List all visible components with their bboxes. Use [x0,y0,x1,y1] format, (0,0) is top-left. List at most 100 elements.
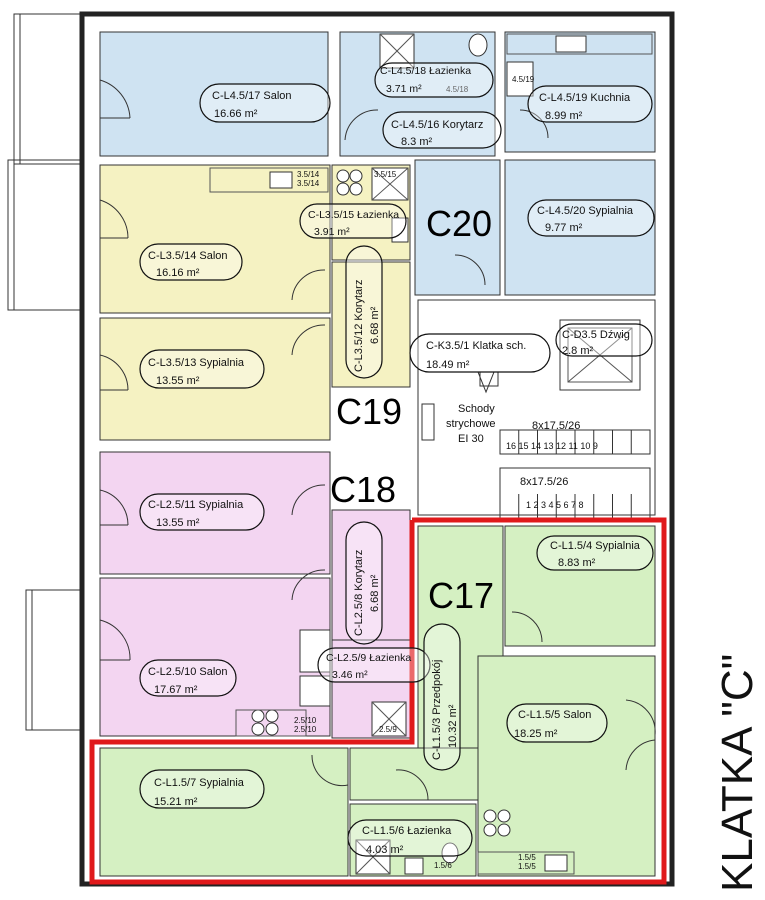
svg-text:C-L4.5/20 Sypialnia: C-L4.5/20 Sypialnia [537,205,634,217]
bathtub-icon-l29 [299,629,331,673]
svg-text:C-L1.5/5 Salon: C-L1.5/5 Salon [518,709,591,721]
svg-text:6.68 m²: 6.68 m² [369,306,381,344]
stove-icon-l15 [483,809,497,823]
elevator-shaft [559,319,641,391]
fixture-tag: 2.5/10 [294,725,317,734]
stair-rating: EI 30 [458,433,484,445]
stair-flight-upper: 8x17.5/26 [532,420,580,432]
room-label-l45-19: C-L4.5/19 Kuchnia 8.99 m² [527,85,653,123]
svg-text:13.55 m²: 13.55 m² [156,517,200,529]
stair-arrow [477,371,495,394]
svg-text:C-L2.5/8 Korytarz: C-L2.5/8 Korytarz [353,550,365,636]
svg-text:C-L3.5/13 Sypialnia: C-L3.5/13 Sypialnia [148,357,245,369]
room-label-l25-8: C-L2.5/8 Korytarz 6.68 m² [345,521,383,645]
svg-text:18.25 m²: 18.25 m² [514,728,558,740]
room-label-l15-7: C-L1.5/7 Sypialnia 15.21 m² [139,769,265,809]
staircase-title: KLATKA "C" [713,654,762,892]
fixture-tag: 3.5/15 [374,170,397,179]
unit-label-c18: C18 [330,469,396,510]
room-label-l25-10: C-L2.5/10 Salon 17.67 m² [139,659,237,697]
room-label-l25-9: C-L2.5/9 Łazienka 3.46 m² [317,647,431,683]
stair-steps-upper: 16 15 14 13 12 11 10 9 [506,441,598,451]
svg-text:C-L2.5/11 Sypialnia: C-L2.5/11 Sypialnia [148,499,244,511]
svg-text:15.21 m²: 15.21 m² [154,796,198,808]
svg-text:3.71 m²: 3.71 m² [386,83,422,95]
svg-text:C-L3.5/14 Salon: C-L3.5/14 Salon [148,250,228,262]
room-label-l45-16: C-L4.5/16 Korytarz 8.3 m² [382,111,502,149]
stair-core [417,299,656,519]
svg-text:C-L1.5/3 Przedpokój: C-L1.5/3 Przedpokój [431,660,443,760]
room-label-l35-14: C-L3.5/14 Salon 16.16 m² [139,243,243,281]
stair-title: strychowe [446,418,496,430]
room-label-l35-12: C-L3.5/12 Korytarz 6.68 m² [345,245,383,379]
fixture-tag: 4.5/18 [446,85,469,94]
fixture-tag: 2.5/9 [379,725,397,734]
svg-text:C-L3.5/15 Łazienka: C-L3.5/15 Łazienka [308,209,399,221]
svg-text:C-L4.5/19 Kuchnia: C-L4.5/19 Kuchnia [539,92,631,104]
fixture-tag: 4.5/19 [512,75,535,84]
stair-flight-lower: 8x17.5/26 [520,476,568,488]
svg-text:C-L4.5/16 Korytarz: C-L4.5/16 Korytarz [391,119,483,131]
stove-icon [336,169,350,183]
room-labels: C-L4.5/17 Salon 16.66 m² C-L4.5/18 Łazie… [139,62,655,857]
svg-text:10.32 m²: 10.32 m² [447,704,459,748]
fixture-tags: 3.5/14 3.5/14 3.5/15 4.5/19 4.5/18 2.5/1… [294,75,536,871]
svg-text:3.46 m²: 3.46 m² [332,669,368,681]
svg-text:C-L3.5/12 Korytarz: C-L3.5/12 Korytarz [353,280,365,372]
fixture-tag: 1.5/5 [518,862,536,871]
svg-text:8.83 m²: 8.83 m² [558,557,596,569]
room-label-l15-4: C-L1.5/4 Sypialnia 8.83 m² [536,535,654,571]
fixture-tag: 1.5/5 [518,853,536,862]
fixture-tag: 2.5/10 [294,716,317,725]
room-label-l15-6: C-L1.5/6 Łazienka 4.03 m² [347,819,473,857]
c17-highlight-outline [89,517,667,885]
room-label-k35-1: C-K3.5/1 Klatka sch. 18.49 m² [409,333,551,373]
room-label-l15-3: C-L1.5/3 Przedpokój 10.32 m² [423,623,461,771]
svg-text:3.91 m²: 3.91 m² [314,226,350,238]
svg-text:13.55 m²: 13.55 m² [156,375,200,387]
balcony-upper [7,13,83,311]
unit-label-c17: C17 [428,575,494,616]
kitchen-counter-l314 [209,167,329,193]
stove-icon-l210 [251,709,265,723]
room-label-l45-20: C-L4.5/20 Sypialnia 9.77 m² [527,199,655,237]
room-label-l35-15: C-L3.5/15 Łazienka 3.91 m² [299,203,407,239]
toilet-icon [468,33,488,57]
svg-text:16.66 m²: 16.66 m² [214,108,258,120]
balcony-lower [25,589,83,731]
unit-label-c19: C19 [336,391,402,432]
fixture-tag: 3.5/14 [297,179,320,188]
unit-label-c20: C20 [426,203,492,244]
svg-text:C-L1.5/4 Sypialnia: C-L1.5/4 Sypialnia [550,540,641,552]
svg-text:2.8 m²: 2.8 m² [562,345,594,357]
toilet-icon-l16 [441,842,459,864]
svg-text:C-L2.5/10 Salon: C-L2.5/10 Salon [148,666,228,678]
room-label-d35: C-D3.5 Dźwig 2.8 m² [555,323,653,357]
svg-text:9.77 m²: 9.77 m² [545,222,583,234]
svg-text:C-D3.5 Dźwig: C-D3.5 Dźwig [562,329,630,341]
svg-text:C-L4.5/17 Salon: C-L4.5/17 Salon [212,90,292,102]
doors [99,79,656,801]
room-label-l35-13: C-L3.5/13 Sypialnia 13.55 m² [139,349,265,389]
room-label-l45-18: C-L4.5/18 Łazienka 3.71 m² [374,62,494,98]
fixtures [209,33,653,875]
svg-text:8.3 m²: 8.3 m² [401,136,433,148]
kitchen-counter [506,33,653,55]
svg-text:6.68 m²: 6.68 m² [369,574,381,612]
stair-steps-lower: 1 2 3 4 5 6 7 8 [526,500,584,510]
svg-text:C-L1.5/6 Łazienka: C-L1.5/6 Łazienka [362,825,452,837]
svg-text:16.16 m²: 16.16 m² [156,267,200,279]
svg-text:C-L4.5/18 Łazienka: C-L4.5/18 Łazienka [380,65,471,77]
room-label-l15-5: C-L1.5/5 Salon 18.25 m² [506,703,608,743]
svg-text:C-L2.5/9 Łazienka: C-L2.5/9 Łazienka [326,652,411,664]
stair-title: Schody [458,403,495,415]
radiator-icon [421,403,435,441]
svg-text:C-K3.5/1 Klatka sch.: C-K3.5/1 Klatka sch. [426,340,526,352]
svg-text:8.99 m²: 8.99 m² [545,110,583,122]
svg-text:C-L1.5/7 Sypialnia: C-L1.5/7 Sypialnia [154,777,245,789]
fixture-tag: 1.5/6 [434,861,452,870]
kitchen-sink-icon [555,35,587,53]
stair-labels: Schody strychowe EI 30 8x17.5/26 16 15 1… [446,403,598,510]
room-label-l45-17: C-L4.5/17 Salon 16.66 m² [199,83,331,123]
